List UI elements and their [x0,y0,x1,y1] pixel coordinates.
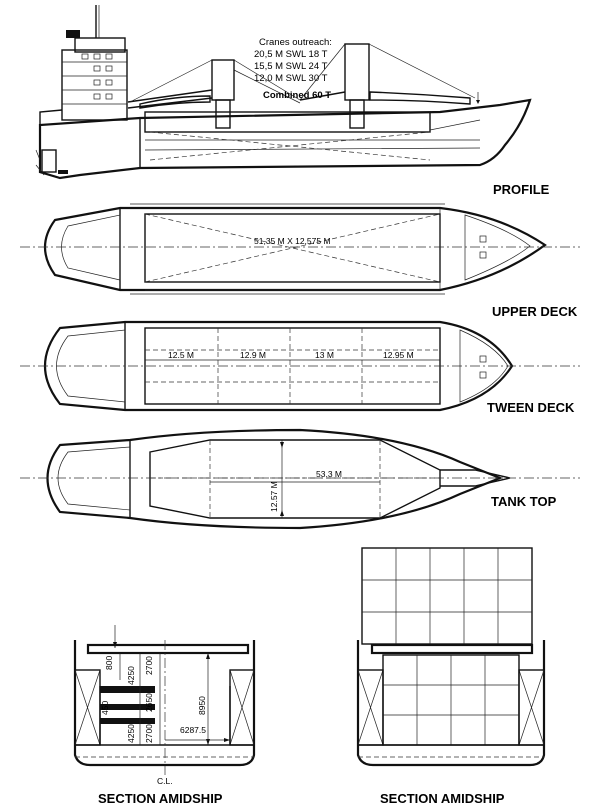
upper-deck-outline [43,206,547,292]
tank-top-view: 53.3 M 12.57 M TANK TOP [20,428,580,530]
sec-dim-2650: 2650 [144,693,154,712]
tank-top-outline [46,428,503,530]
crane-note-line-2: 15,5 M SWL 24 T [254,61,328,72]
section-right-hull [356,640,546,767]
profile-crane-fwd [299,43,476,129]
tank-top-title: TANK TOP [491,494,557,509]
tween-bay-3: 13 M [315,350,334,360]
section-right-title: SECTION AMIDSHIP [380,791,505,806]
hatch-cover-stack [361,547,533,645]
section-left-hull [73,640,256,767]
sec-dim-800: 800 [104,656,114,670]
tween-deck-outline [43,320,514,412]
profile-hatch-coaming [144,111,431,133]
tween-deck-view: 12.5 M 12.9 M 13 M 12.95 M TWEEN DECK [20,320,580,415]
section-left-title: SECTION AMIDSHIP [98,791,223,806]
sec-dim-6287: 6287.5 [180,725,206,735]
sec-dim-2700-top: 2700 [144,656,154,675]
tween-bay-1: 12.5 M [168,350,194,360]
sec-dim-4250-bottom: 4250 [126,724,136,743]
centerline-label: C.L. [157,776,173,786]
tween-pontoon-upper [100,686,155,693]
tween-bay-4: 12.95 M [383,350,414,360]
profile-superstructure [61,49,128,121]
section-right-view: SECTION AMIDSHIP [356,547,546,806]
sec-dim-450: 450 [100,701,110,715]
upper-deck-view: 51,35 M X 12,575 M UPPER DECK [20,203,580,319]
tank-top-width: 12.57 M [269,481,279,512]
profile-hull [38,98,532,180]
crane-note-heading: Cranes outreach: [259,37,332,48]
tank-top-length: 53.3 M [316,469,342,479]
tween-bay-2: 12.9 M [240,350,266,360]
profile-view: Cranes outreach: 20,5 M SWL 18 T 15,5 M … [35,5,550,197]
upper-deck-title: UPPER DECK [492,304,578,319]
profile-crane-aft [127,59,301,129]
sec-dim-8950: 8950 [197,696,207,715]
crane-note-line-1: 20,5 M SWL 18 T [254,49,328,60]
profile-title: PROFILE [493,182,550,197]
profile-funnel [66,30,80,38]
upper-deck-hatch-dim: 51,35 M X 12,575 M [254,236,331,246]
sec-dim-2700-bottom: 2700 [144,724,154,743]
crane-note-line-3: 12,0 M SWL 30 T [254,73,328,84]
tank-top-hold [149,439,441,519]
tween-deck-title: TWEEN DECK [487,400,575,415]
sec-dim-4250-top: 4250 [126,666,136,685]
crane-note-combined: Combined 60 T [263,90,331,101]
section-left-view: 800 2700 4250 2650 4250 2700 8950 6287.5… [73,625,256,806]
